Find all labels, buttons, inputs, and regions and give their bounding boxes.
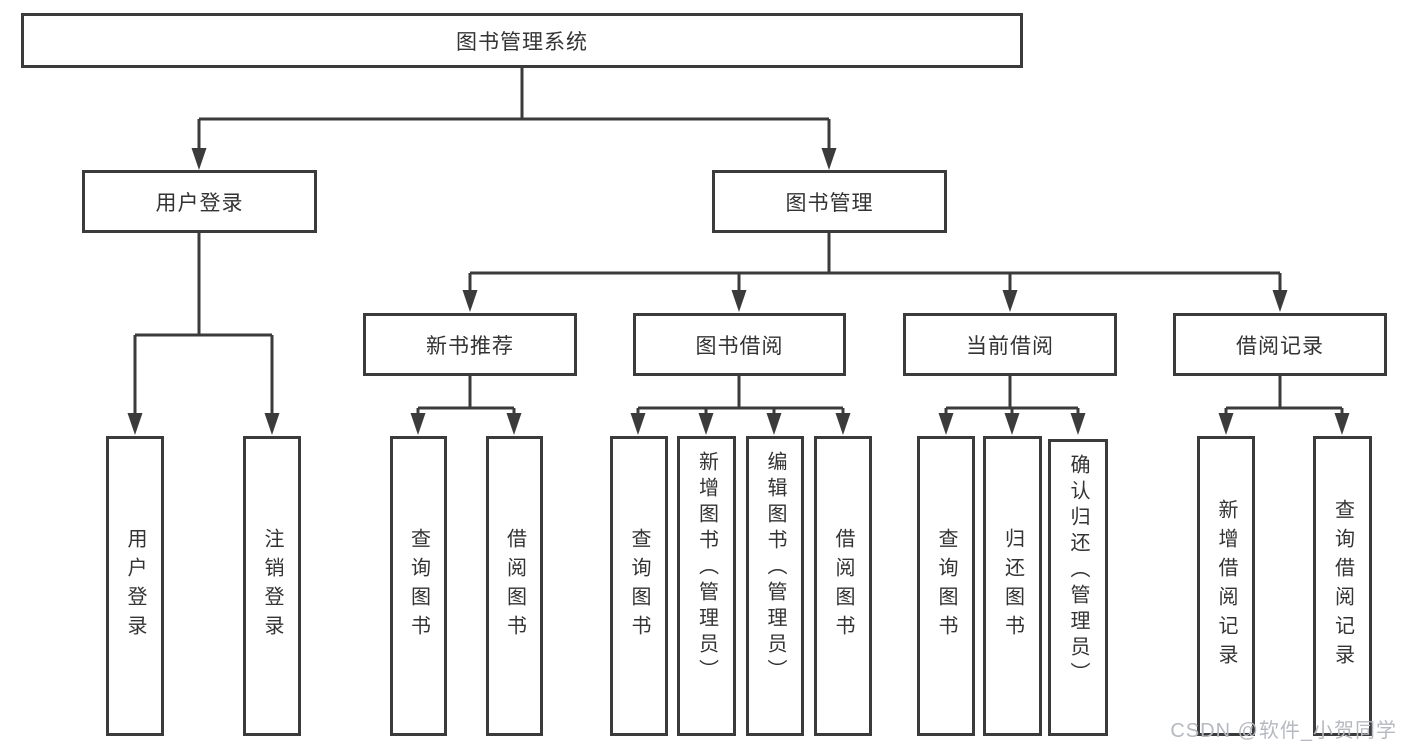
arrowhead-icon [821, 148, 837, 170]
leaf-user-login-label: 用户登录 [124, 528, 146, 644]
leaf-borrow-query-books: 查询图书 [610, 436, 668, 736]
leaf-newbook-borrow-books: 借阅图书 [486, 436, 543, 736]
node-borrow-record: 借阅记录 [1173, 313, 1387, 376]
leaf-add-books-admin: 新增图书（管理员） [677, 436, 736, 736]
node-user-login: 用户登录 [82, 170, 317, 233]
node-user-login-label: 用户登录 [155, 191, 244, 215]
leaf-logout: 注销登录 [243, 436, 301, 736]
arrowhead-icon [1334, 413, 1350, 435]
leaf-borrow-books: 借阅图书 [814, 436, 872, 736]
arrowhead-icon [731, 290, 747, 312]
arrowhead-icon [191, 148, 207, 170]
leaf-add-books-admin-label: 新增图书（管理员） [695, 451, 718, 685]
leaf-newbook-query-books-label: 查询图书 [407, 528, 430, 644]
node-borrow-record-label: 借阅记录 [1236, 334, 1324, 358]
leaf-query-borrow-record-label: 查询借阅记录 [1331, 499, 1354, 673]
leaf-current-query-books: 查询图书 [917, 436, 975, 736]
leaf-logout-label: 注销登录 [261, 528, 283, 644]
csdn-watermark: CSDN @软件_小贺同学 [1170, 720, 1397, 742]
arrowhead-icon [1218, 413, 1234, 435]
leaf-edit-books-admin: 编辑图书（管理员） [746, 436, 804, 736]
connector-borrow-record-to-leaves [1218, 376, 1350, 435]
node-book-management-label: 图书管理 [785, 191, 874, 215]
arrowhead-icon [1070, 413, 1086, 435]
node-current-borrow-label: 当前借阅 [966, 334, 1054, 358]
leaf-newbook-borrow-books-label: 借阅图书 [503, 528, 526, 644]
node-book-management: 图书管理 [712, 170, 947, 233]
leaf-return-books: 归还图书 [983, 436, 1042, 736]
connector-book-borrow-to-leaves [630, 376, 851, 435]
arrowhead-icon [264, 413, 280, 435]
leaf-user-login: 用户登录 [106, 436, 164, 736]
leaf-edit-books-admin-label: 编辑图书（管理员） [764, 451, 786, 685]
leaf-confirm-return-admin: 确认归还（管理员） [1048, 439, 1108, 736]
leaf-add-borrow-record-label: 新增借阅记录 [1215, 499, 1237, 673]
leaf-confirm-return-admin-label: 确认归还（管理员） [1067, 454, 1089, 688]
arrowhead-icon [766, 413, 782, 435]
arrowhead-icon [698, 413, 714, 435]
arrowhead-icon [1004, 413, 1020, 435]
arrowhead-icon [462, 290, 478, 312]
arrowhead-icon [410, 413, 426, 435]
connector-current-borrow-to-leaves [938, 376, 1086, 435]
leaf-return-books-label: 归还图书 [1001, 528, 1024, 644]
node-book-borrow-label: 图书借阅 [695, 334, 784, 358]
leaf-borrow-books-label: 借阅图书 [832, 528, 854, 644]
leaf-borrow-query-books-label: 查询图书 [628, 528, 650, 644]
node-new-book-recommend: 新书推荐 [363, 313, 577, 376]
leaf-current-query-books-label: 查询图书 [935, 528, 957, 644]
connector-book-management-to-level3 [462, 233, 1288, 312]
arrowhead-icon [630, 413, 646, 435]
connector-root-to-level2 [191, 68, 837, 170]
arrowhead-icon [938, 413, 954, 435]
arrowhead-icon [506, 413, 522, 435]
arrowhead-icon [127, 413, 143, 435]
node-new-book-recommend-label: 新书推荐 [426, 334, 514, 358]
node-root-label: 图书管理系统 [456, 30, 588, 54]
node-book-borrow: 图书借阅 [633, 313, 846, 376]
connector-new-book-to-leaves [410, 376, 522, 435]
connector-user-login-to-leaves [127, 233, 280, 435]
arrowhead-icon [1272, 290, 1288, 312]
arrowhead-icon [1002, 290, 1018, 312]
leaf-query-borrow-record: 查询借阅记录 [1313, 436, 1372, 736]
node-current-borrow: 当前借阅 [903, 313, 1117, 376]
leaf-add-borrow-record: 新增借阅记录 [1197, 436, 1255, 736]
leaf-newbook-query-books: 查询图书 [390, 436, 447, 736]
node-root: 图书管理系统 [21, 13, 1023, 68]
arrowhead-icon [835, 413, 851, 435]
